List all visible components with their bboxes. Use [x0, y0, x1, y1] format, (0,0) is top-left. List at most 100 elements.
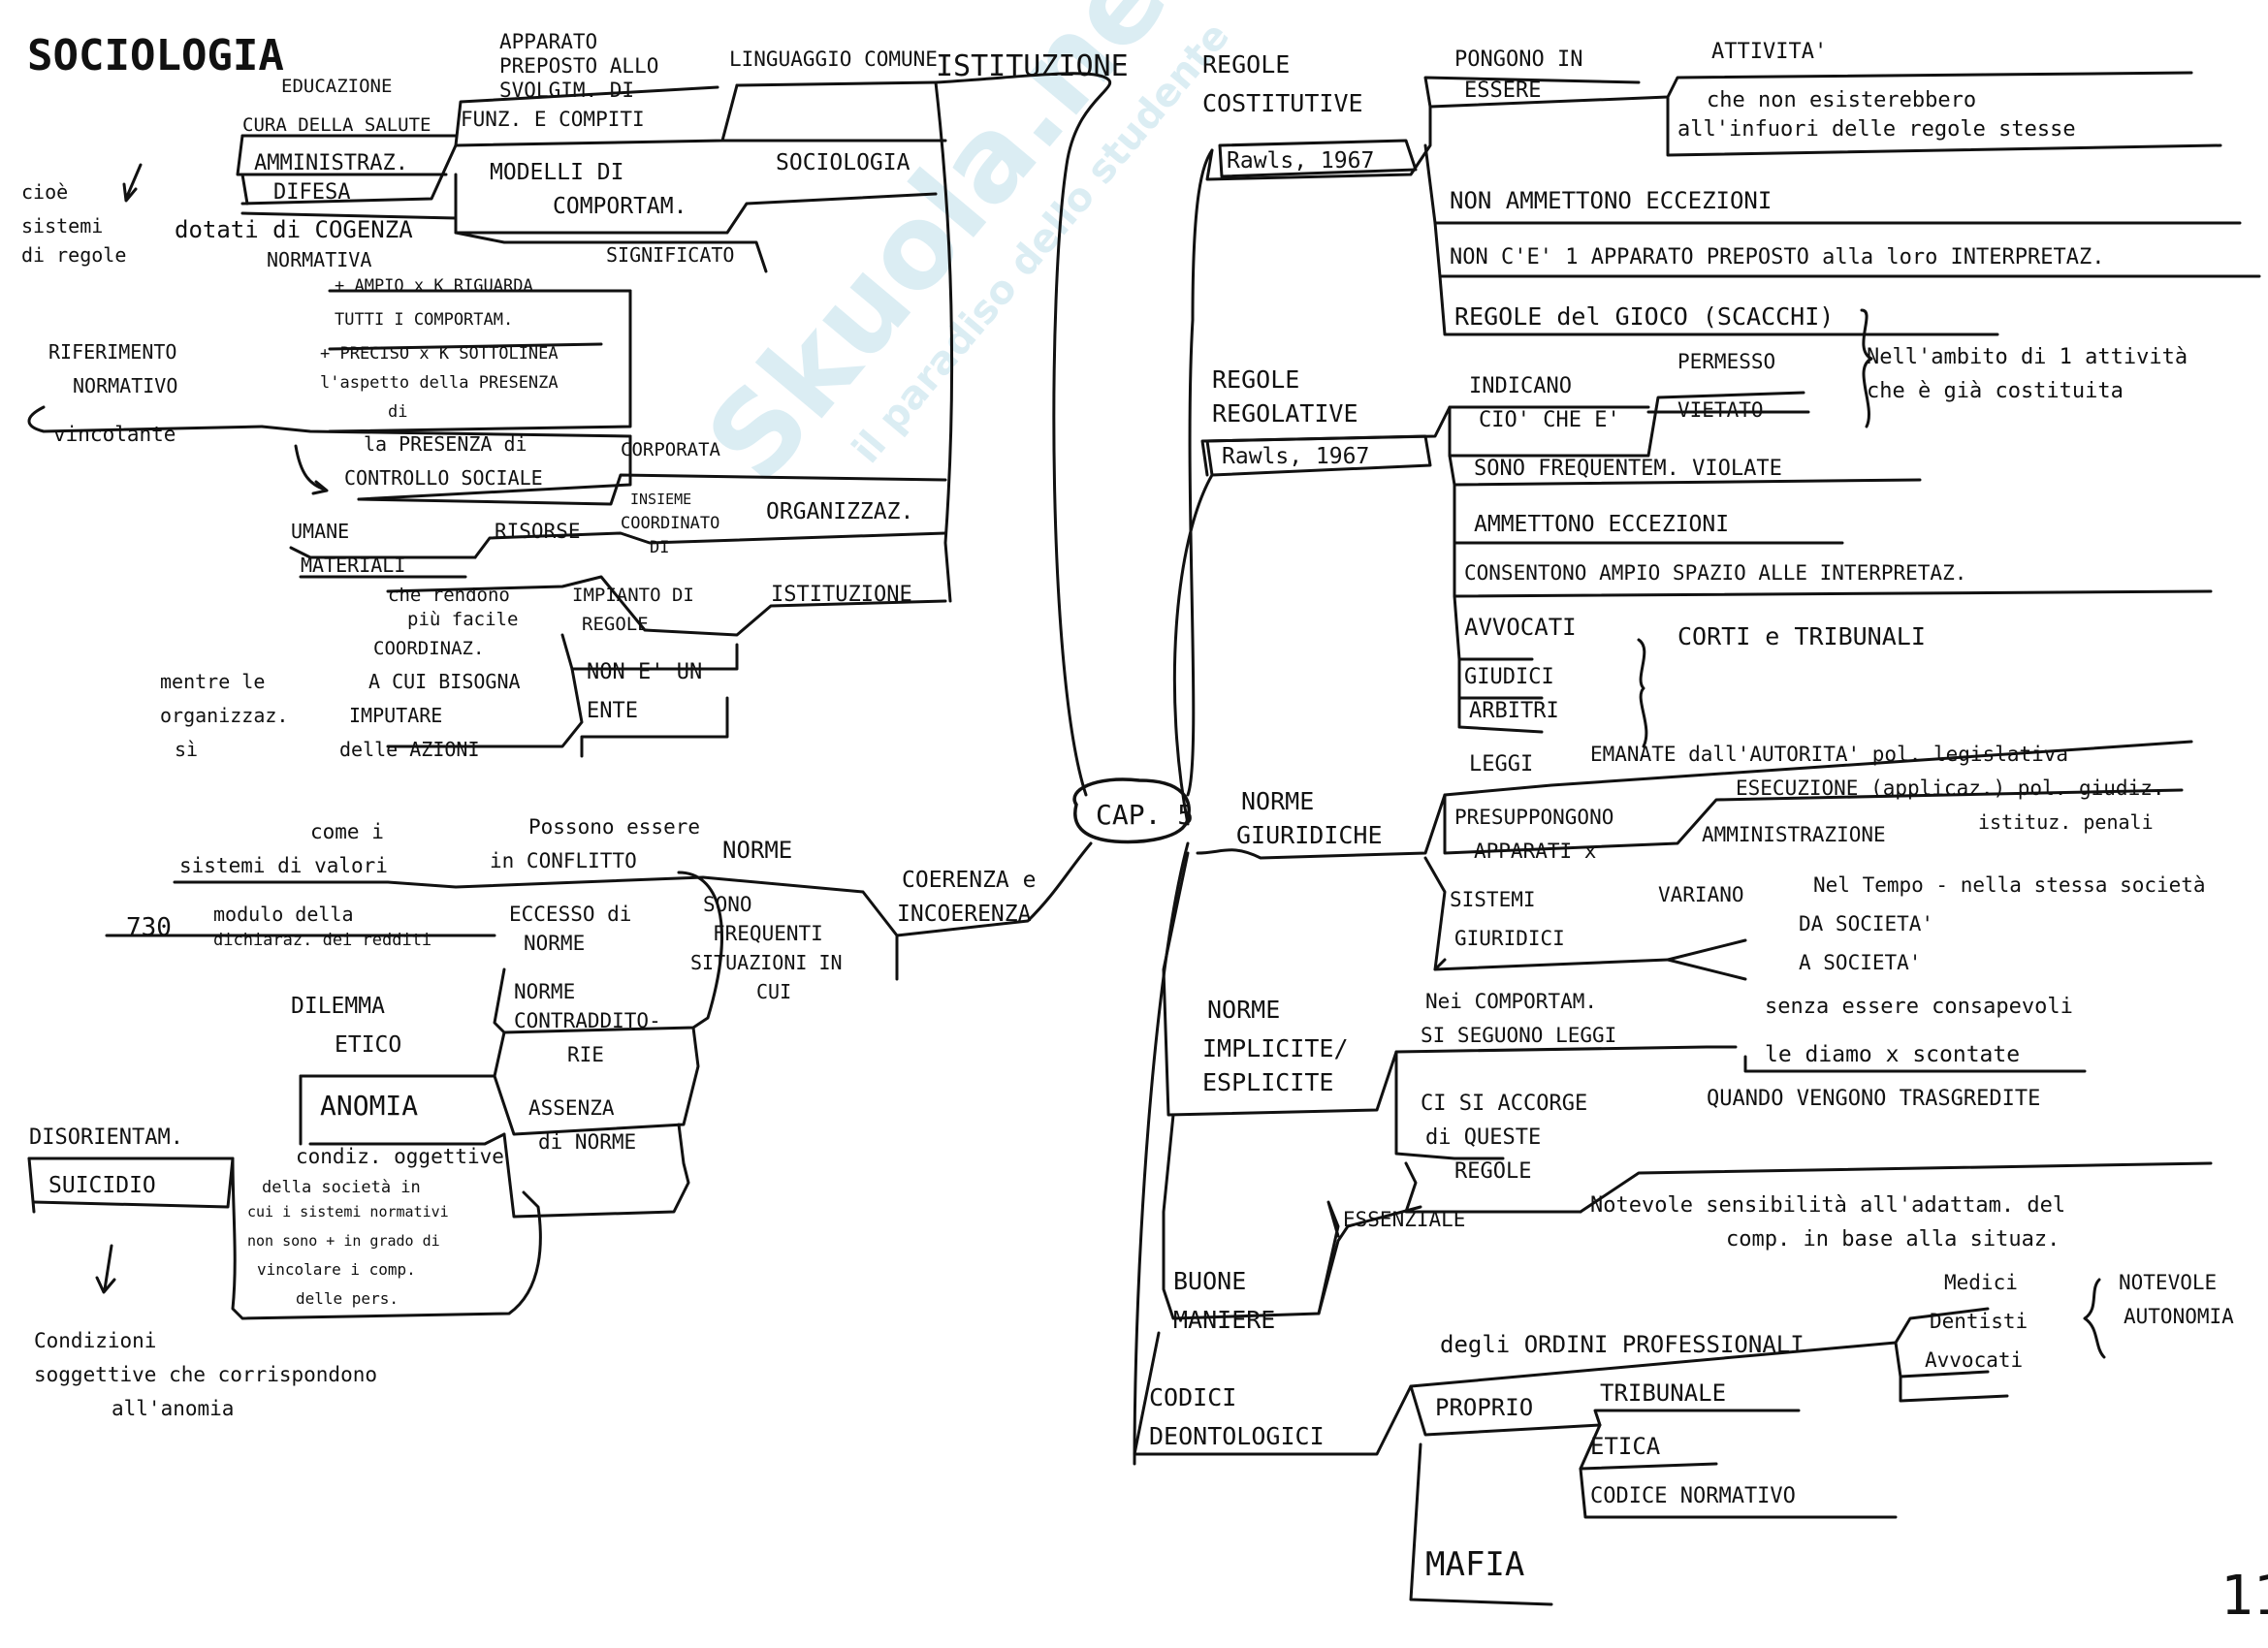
- non-e-un-line-2: ENTE: [587, 699, 638, 723]
- contraddit-line-1: NORME: [514, 980, 575, 1003]
- risorse-materiali: MATERIALI: [301, 554, 405, 577]
- modelli-line-1: MODELLI DI: [490, 160, 623, 185]
- che-rendono-line-3: COORDINAZ.: [373, 638, 484, 659]
- page-number: 11: [2220, 1565, 2268, 1628]
- notevole-autonomia-line-2: AUTONOMIA: [2124, 1305, 2234, 1328]
- amministrazione-label: AMMINISTRAZIONE: [1702, 823, 1886, 846]
- center-label: CAP. 5: [1096, 799, 1194, 831]
- che-rendono-line-2: più facile: [407, 609, 518, 630]
- riferimento-line-2: NORMATIVO: [73, 374, 177, 397]
- dotati-line-2: NORMATIVA: [267, 248, 371, 271]
- apparato-line-3: SVOLGIM. DI: [499, 79, 634, 102]
- implicite-line-3: ESPLICITE: [1202, 1068, 1333, 1096]
- sociologia-label: SOCIOLOGIA: [776, 150, 910, 175]
- avvocati-label: AVVOCATI: [1464, 614, 1577, 641]
- implicite-line-1: NORME: [1207, 996, 1280, 1024]
- coerenza-line-2: INCOERENZA: [897, 902, 1032, 927]
- giudici-label: GIUDICI: [1464, 665, 1554, 689]
- pongono-line-2: ESSERE: [1464, 79, 1541, 103]
- notevole-line-1: Notevole sensibilità all'adattam. del: [1590, 1193, 2065, 1218]
- proprio-label: PROPRIO: [1435, 1394, 1533, 1421]
- medici-label: Medici: [1944, 1271, 2018, 1294]
- condiz-ogg-line-4: non sono + in grado di: [247, 1232, 440, 1250]
- indicano-line-2: CIO' CHE E': [1479, 408, 1620, 432]
- condiz-sogg-line-2: soggettive che corrispondono: [34, 1363, 377, 1386]
- apparato-line-2: PREPOSTO ALLO: [499, 54, 658, 78]
- funzione-amministraz: AMMINISTRAZ.: [254, 151, 408, 175]
- presenza-line-1: la PRESENZA di: [364, 432, 527, 456]
- modelli-line-2: COMPORTAM.: [553, 194, 687, 219]
- notevole-autonomia-line-1: NOTEVOLE: [2119, 1271, 2217, 1294]
- codici-line-2: DEONTOLOGICI: [1149, 1422, 1325, 1450]
- branch-regole-regolative: REGOLE REGOLATIVE Rawls, 1967 INDICANO C…: [1205, 345, 2188, 723]
- degli-ordini-label: degli ORDINI PROFESSIONALI: [1440, 1331, 1805, 1358]
- branch-buone-maniere: BUONE MANIERE ESSENZIALE Notevole sensib…: [1173, 1193, 2065, 1334]
- a-cui-line-3: delle AZIONI: [339, 738, 480, 761]
- dotati-line-1: dotati di COGENZA: [175, 216, 413, 243]
- center-node: CAP. 5: [1072, 777, 1194, 844]
- contraddit-line-2: CONTRADDITO-: [514, 1009, 661, 1032]
- risorse-umane: UMANE: [291, 520, 349, 543]
- a-cui-line-2: IMPUTARE: [349, 704, 442, 727]
- corti-label: CORTI e TRIBUNALI: [1677, 622, 1926, 650]
- avvocati-ordini-label: Avvocati: [1925, 1348, 2023, 1372]
- indicano-line-1: INDICANO: [1469, 374, 1572, 398]
- eccesso-line-1: ECCESSO di: [509, 903, 631, 926]
- mentre-line-3: sì: [175, 738, 198, 761]
- attivita-label: ATTIVITA': [1711, 40, 1827, 64]
- senza-label: senza essere consapevoli: [1765, 995, 2073, 1019]
- che-rendono-line-1: che rendono: [388, 585, 510, 606]
- condiz-ogg-line-5: vincolare i comp.: [257, 1260, 416, 1279]
- coerenza-line-1: COERENZA e: [902, 868, 1036, 893]
- modulo-line-1: modulo della: [213, 903, 354, 926]
- giuridiche-line-2: GIURIDICHE: [1236, 821, 1383, 849]
- mafia-label: MAFIA: [1425, 1545, 1524, 1584]
- modulo-line-2: dichiaraz. dei redditi: [213, 931, 431, 950]
- branch-norme-giuridiche: NORME GIURIDICHE LEGGI EMANATE dall'AUTO…: [1236, 743, 2206, 974]
- mentre-line-2: organizzaz.: [160, 704, 288, 727]
- non-e-un-line-1: NON E' UN: [587, 660, 702, 684]
- dilemma-line-2: ETICO: [335, 1032, 401, 1058]
- anomia-label: ANOMIA: [320, 1090, 418, 1122]
- sistemi-line-2: GIURIDICI: [1454, 927, 1565, 950]
- risorse-label: RISORSE: [495, 520, 581, 543]
- insieme-line-2: COORDINATO: [621, 514, 719, 533]
- notevole-line-2: comp. in base alla situaz.: [1726, 1227, 2060, 1252]
- organizzaz-label: ORGANIZZAZ.: [766, 499, 913, 524]
- costitutive-item-2: NON C'E' 1 APPARATO PREPOSTO alla loro I…: [1450, 245, 2105, 269]
- funzione-difesa: DIFESA: [273, 180, 350, 205]
- etica-label: ETICA: [1590, 1433, 1661, 1460]
- apparato-line-1: APPARATO: [499, 30, 597, 53]
- branch-codici-deontologici: CODICI DEONTOLOGICI degli ORDINI PROFESS…: [1149, 1271, 2234, 1584]
- presenza-line-2: CONTROLLO SOCIALE: [344, 466, 543, 490]
- suicidio-label: SUICIDIO: [48, 1173, 156, 1198]
- insieme-line-1: INSIEME: [630, 491, 691, 508]
- ampio-line-1: + AMPIO x K RIGUARDA: [335, 276, 533, 296]
- maniere-line-2: MANIERE: [1173, 1306, 1275, 1334]
- giuridiche-line-1: NORME: [1241, 787, 1314, 815]
- branch-norme-implicite: NORME IMPLICITE/ ESPLICITE Nei COMPORTAM…: [1202, 990, 2073, 1184]
- impianto-line-2: REGOLE: [582, 614, 649, 635]
- preciso-line-3: di: [388, 402, 407, 422]
- a-cui-line-1: A CUI BISOGNA: [368, 670, 521, 693]
- vietato-label: VIETATO: [1677, 398, 1764, 422]
- condiz-ogg-line-1: condiz. oggettive: [296, 1145, 504, 1168]
- regolative-line-2: REGOLATIVE: [1212, 399, 1358, 428]
- che-non-line-2: all'infuori delle regole stesse: [1677, 117, 2076, 142]
- linguaggio-comune: LINGUAGGIO COMUNE: [729, 48, 938, 71]
- pongono-line-1: PONGONO IN: [1454, 48, 1582, 72]
- riferimento-line-1: RIFERIMENTO: [48, 340, 176, 364]
- istituz-penali-label: istituz. penali: [1978, 810, 2154, 834]
- costitutive-ref: Rawls, 1967: [1227, 148, 1374, 174]
- nei-comport-line-2: SI SEGUONO LEGGI: [1421, 1024, 1616, 1047]
- impianto-line-1: IMPIANTO DI: [572, 585, 694, 606]
- ambito-line-1: Nell'ambito di 1 attività: [1867, 345, 2188, 369]
- quando-label: QUANDO VENGONO TRASGREDITE: [1707, 1087, 2040, 1111]
- sono-freq-line-4: CUI: [756, 980, 791, 1003]
- come-i-line-1: come i: [310, 820, 384, 843]
- le-diamo-label: le diamo x scontate: [1765, 1042, 2020, 1067]
- costitutive-line-2: COSTITUTIVE: [1202, 89, 1363, 117]
- istituzione-sub-label: ISTITUZIONE: [771, 583, 912, 607]
